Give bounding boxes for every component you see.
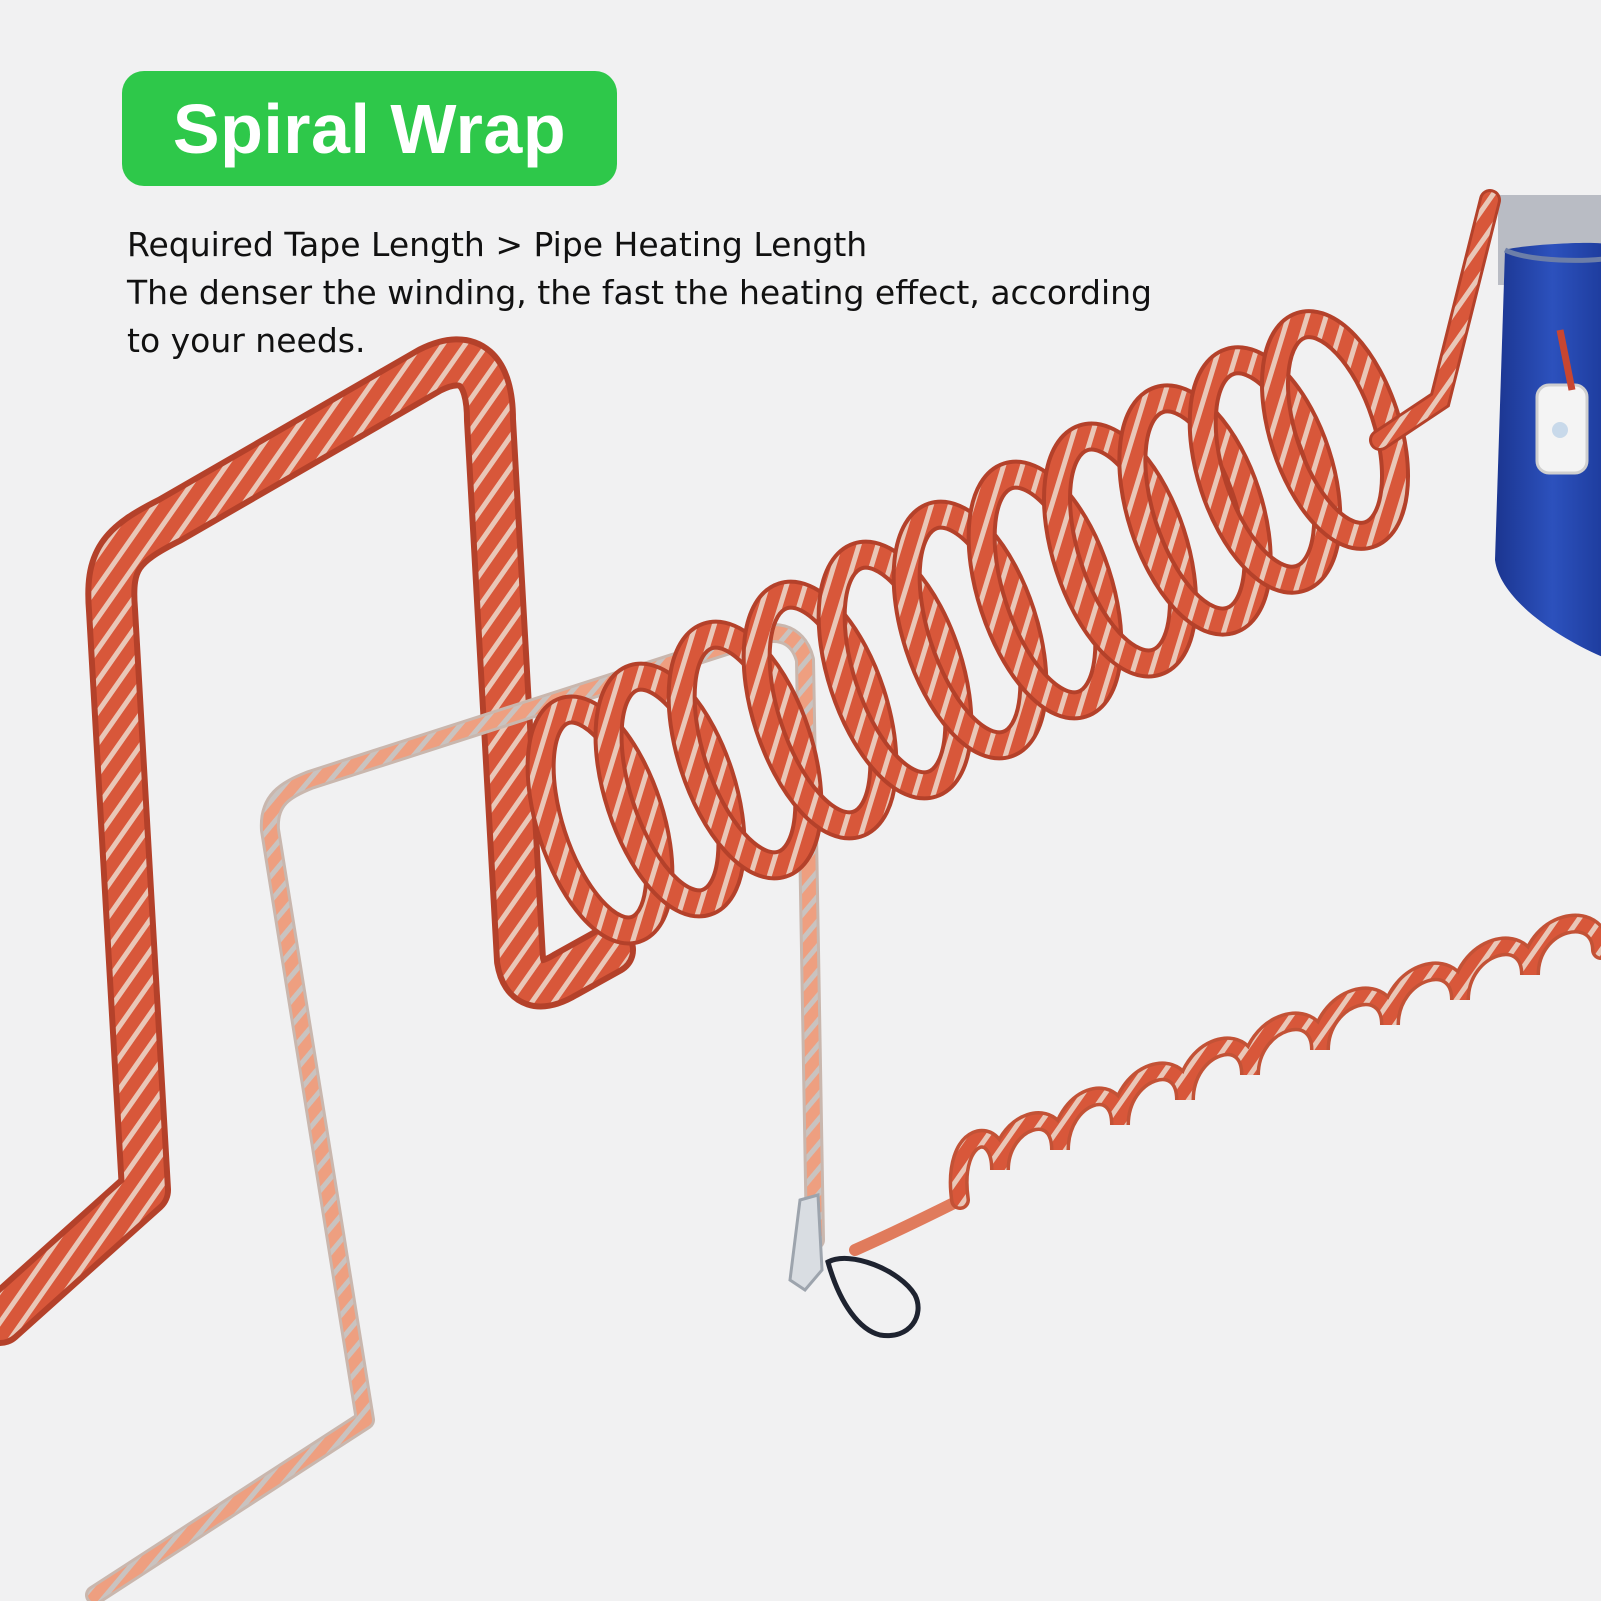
badge-title: Spiral Wrap bbox=[172, 89, 567, 168]
description-line-2: The denser the winding, the fast the hea… bbox=[127, 273, 1152, 312]
straight-wrap-tape bbox=[0, 336, 636, 1346]
blue-drum bbox=[1495, 195, 1601, 657]
title-badge: Spiral Wrap bbox=[122, 71, 617, 186]
description-line-1: Required Tape Length > Pipe Heating Leng… bbox=[127, 225, 868, 264]
thin-tape bbox=[85, 623, 825, 1601]
description-line-3: to your needs. bbox=[127, 321, 366, 360]
power-connector bbox=[788, 1193, 921, 1339]
description-text: Required Tape Length > Pipe Heating Leng… bbox=[127, 221, 1152, 365]
loose-spiral-cable bbox=[849, 913, 1601, 1256]
spiral-coil bbox=[525, 189, 1501, 946]
